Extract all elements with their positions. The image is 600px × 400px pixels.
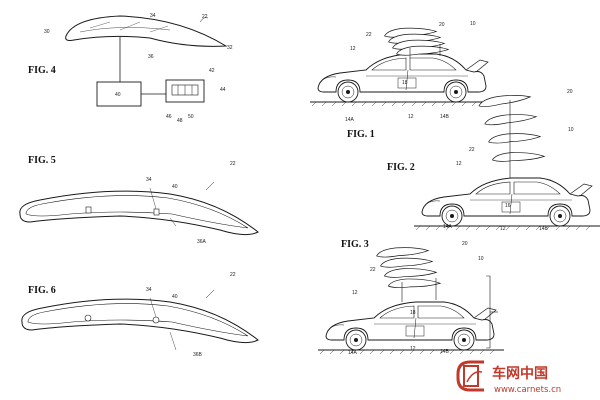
ref-34: 34	[150, 13, 156, 19]
ref-12-fig3: 12	[352, 290, 358, 296]
fig6-label: FIG. 6	[28, 285, 56, 296]
ref-22: 22	[202, 14, 208, 20]
ref-14b-fig1: 14B	[440, 114, 450, 120]
ref-34-fig6: 34	[146, 287, 152, 293]
ref-10-fig2: 10	[568, 127, 574, 133]
ref-14b-fig3: 14B	[440, 349, 450, 355]
fig5-label: FIG. 5	[28, 155, 56, 166]
fig6-drawing	[21, 289, 259, 351]
fig2-drawing	[413, 90, 600, 231]
ref-12b-fig3: 12	[410, 346, 416, 352]
ref-20-fig2: 20	[567, 89, 573, 95]
fig1-label: FIG. 1	[347, 129, 375, 140]
ref-22-fig1: 22	[366, 32, 372, 38]
ref-50: 50	[188, 114, 194, 120]
ref-22-fig6: 22	[230, 272, 236, 278]
fig2-label: FIG. 2	[387, 162, 415, 173]
ref-12b-fig1: 12	[408, 114, 414, 120]
ref-22-fig5: 22	[230, 161, 236, 167]
ref-14a-fig3: 14A	[348, 350, 358, 356]
fig3-label: FIG. 3	[341, 239, 369, 250]
ref-14a-fig2: 14A	[443, 224, 453, 230]
fig3-drawing	[317, 244, 505, 355]
ref-18-fig1: 18	[402, 80, 408, 86]
watermark-logo	[452, 358, 600, 400]
ref-46: 46	[166, 114, 172, 120]
ref-34-fig5: 34	[146, 177, 152, 183]
ref-12-fig2: 12	[456, 161, 462, 167]
ref-14b-fig2: 14B	[539, 226, 549, 232]
fig4-label: FIG. 4	[28, 65, 56, 76]
ref-48: 48	[177, 118, 183, 124]
ref-12-fig1: 12	[350, 46, 356, 52]
ref-20-fig1: 20	[439, 22, 445, 28]
ref-40-fig5: 40	[172, 184, 178, 190]
ref-36a: 36A	[197, 239, 207, 245]
ref-42: 42	[209, 68, 215, 74]
fig1-drawing	[309, 25, 497, 107]
ref-30: 30	[44, 29, 50, 35]
ref-10-fig1: 10	[470, 21, 476, 27]
ref-40-fig6: 40	[172, 294, 178, 300]
ref-44: 44	[220, 87, 226, 93]
ref-22-fig2: 22	[469, 147, 475, 153]
ref-14a-fig1: 14A	[345, 117, 355, 123]
ref-10-fig3: 10	[478, 256, 484, 262]
ref-16-fig2: 16	[505, 203, 511, 209]
ref-36: 36	[148, 54, 154, 60]
ref-32: 32	[227, 45, 233, 51]
ref-22-fig3: 22	[370, 267, 376, 273]
fig4-drawing	[65, 15, 228, 107]
watermark-url: www.carnets.cn	[494, 385, 561, 395]
ref-36b: 36B	[193, 352, 203, 358]
watermark-name: 车网中国	[492, 365, 548, 382]
ref-18-fig3: 18	[410, 310, 416, 316]
fig5-drawing	[19, 181, 259, 236]
ref-12b-fig2: 12	[500, 226, 506, 232]
ref-20-fig3: 20	[462, 241, 468, 247]
ref-40: 40	[115, 92, 121, 98]
